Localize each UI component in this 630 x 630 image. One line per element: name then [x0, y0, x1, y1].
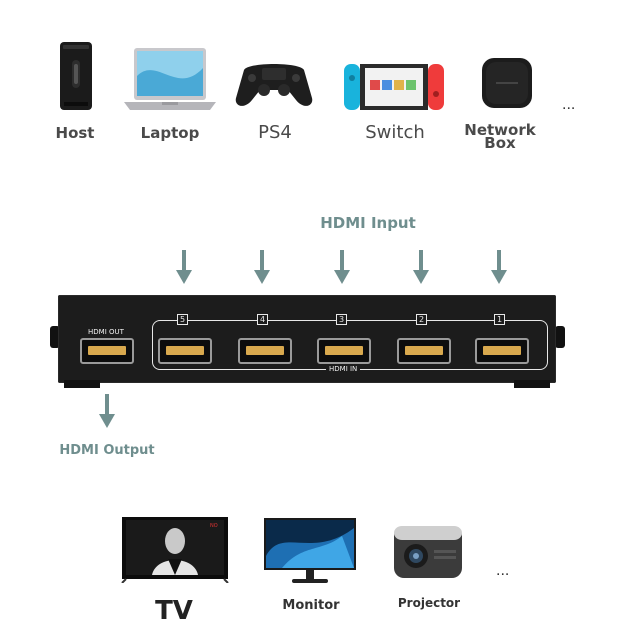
gamepad-icon — [234, 58, 314, 110]
network-box-icon — [480, 56, 534, 110]
switch-side-knob-left — [50, 326, 60, 348]
port-number-4: 4 — [257, 314, 268, 325]
input-arrow-5 — [176, 250, 192, 286]
source-label-network-box: Network Box — [464, 121, 536, 152]
laptop-icon — [122, 46, 218, 114]
hdmi-out-port — [80, 338, 134, 364]
more-displays-ellipsis: ... — [496, 562, 510, 579]
display-label-projector: Projector — [397, 596, 461, 610]
monitor-icon — [262, 516, 358, 586]
switch-foot-right — [514, 380, 550, 388]
svg-text:NO: NO — [210, 523, 218, 529]
source-label-laptop: Laptop — [140, 124, 200, 142]
display-label-monitor: Monitor — [282, 598, 340, 613]
hdmi-in-label: HDMI IN — [326, 365, 361, 373]
hdmi-in-port-3 — [317, 338, 371, 364]
display-label-tv: TV — [155, 596, 193, 626]
switch-foot-left — [64, 380, 100, 388]
projector-icon — [390, 522, 466, 582]
source-label-switch: Switch — [365, 122, 425, 143]
input-arrow-2 — [413, 250, 429, 286]
hdmi-out-label: HDMI OUT — [88, 328, 124, 336]
hdmi-in-port-1 — [475, 338, 529, 364]
tv-icon: NO — [120, 515, 230, 584]
host-pc-icon — [58, 40, 94, 112]
port-number-1: 1 — [494, 314, 505, 325]
hdmi-in-port-4 — [238, 338, 292, 364]
source-label-host: Host — [55, 124, 95, 142]
hdmi-switch-box — [58, 295, 556, 383]
port-number-2: 2 — [416, 314, 427, 325]
input-arrow-1 — [491, 250, 507, 286]
input-arrow-4 — [254, 250, 270, 286]
switch-side-knob-right — [555, 326, 565, 348]
hdmi-in-port-2 — [397, 338, 451, 364]
hdmi-in-port-5 — [158, 338, 212, 364]
port-number-5: 5 — [177, 314, 188, 325]
port-number-3: 3 — [336, 314, 347, 325]
more-sources-ellipsis: ... — [562, 96, 576, 113]
output-arrow — [99, 394, 115, 430]
input-arrow-3 — [334, 250, 350, 286]
hdmi-output-title: HDMI Output — [59, 443, 155, 458]
switch-console-icon — [344, 64, 444, 110]
source-label-ps4: PS4 — [258, 122, 292, 143]
hdmi-input-title: HDMI Input — [320, 214, 416, 232]
